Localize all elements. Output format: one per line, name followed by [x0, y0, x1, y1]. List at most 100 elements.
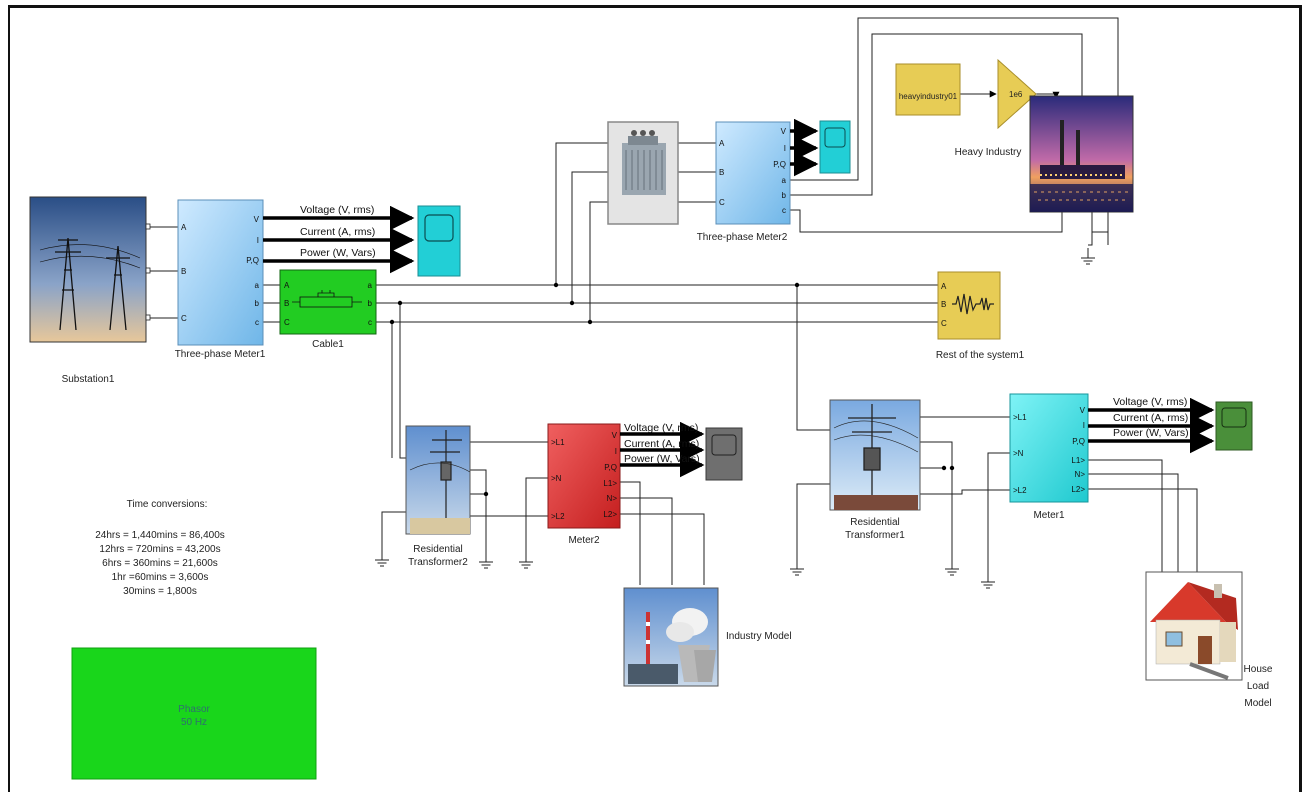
scope1-block[interactable] [417, 205, 461, 277]
residential-transformer2-block[interactable] [405, 425, 471, 535]
svg-text:B: B [719, 168, 724, 177]
meter2-label: Meter2 [568, 535, 600, 546]
three-phase-transformer-block[interactable] [607, 121, 679, 225]
svg-text:C: C [941, 319, 947, 328]
svg-text:>L2: >L2 [1013, 486, 1027, 495]
meter1-label: Three-phase Meter1 [175, 349, 266, 360]
gain-block[interactable]: 1e6 [997, 58, 1037, 130]
pylon-icon [39, 237, 141, 331]
svg-text:V: V [254, 215, 260, 224]
notes-line: 6hrs = 360mins = 21,600s [102, 558, 218, 569]
svg-text:P,Q: P,Q [773, 160, 786, 169]
ground-symbols [375, 248, 1095, 589]
industry-model-block[interactable] [623, 587, 719, 687]
meter1s-current-label: Current (A, rms) [1113, 412, 1188, 424]
svg-text:1e6: 1e6 [1009, 90, 1023, 99]
wires [148, 17, 1198, 585]
res-transformer2-label-line1: Residential [413, 544, 462, 555]
utility-pole-icon [833, 404, 919, 510]
house-label-line2: Load [1247, 681, 1269, 692]
heavy-industry-label: Heavy Industry [955, 147, 1022, 158]
svg-text:C: C [719, 198, 725, 207]
svg-text:b: b [255, 299, 260, 308]
svg-text:P,Q: P,Q [1072, 437, 1085, 446]
scope2-block[interactable] [819, 120, 851, 174]
svg-text:N>: N> [1075, 470, 1086, 479]
cable1-block[interactable]: A B C a b c [279, 269, 377, 335]
residential-transformer1-block[interactable] [829, 399, 921, 511]
notes-line: 30mins = 1,800s [123, 586, 197, 597]
phasor-mode-label: Phasor [178, 704, 210, 715]
svg-text:L2>: L2> [1071, 485, 1085, 494]
meter1-current-label: Current (A, rms) [300, 226, 375, 238]
svg-text:V: V [612, 431, 618, 440]
time-conversion-notes: Time conversions: 24hrs = 1,440mins = 86… [95, 499, 225, 597]
svg-text:c: c [255, 318, 259, 327]
svg-text:>L2: >L2 [551, 512, 565, 521]
svg-text:V: V [1080, 406, 1086, 415]
res-transformer1-label-line1: Residential [850, 517, 899, 528]
rest-of-system-label: Rest of the system1 [936, 350, 1025, 361]
svg-text:a: a [782, 176, 787, 185]
house-load-block[interactable] [1145, 571, 1243, 681]
heavy-industry-block[interactable] [1029, 95, 1134, 213]
heavy-industry-source-block[interactable]: heavyindustry01 [895, 63, 961, 116]
svg-text:P,Q: P,Q [604, 463, 617, 472]
svg-text:b: b [782, 191, 787, 200]
cable1-label: Cable1 [312, 339, 344, 350]
meter2-voltage-label: Voltage (V, rms) [624, 422, 698, 434]
substation-block[interactable] [29, 196, 151, 343]
transformer-icon [622, 130, 666, 195]
industry-model-label: Industry Model [726, 631, 792, 642]
svg-text:N>: N> [607, 494, 618, 503]
house-label-line3: Model [1244, 698, 1271, 709]
notes-line: 24hrs = 1,440mins = 86,400s [95, 530, 225, 541]
svg-text:C: C [284, 318, 290, 327]
res-transformer1-label-line2: Transformer1 [845, 530, 905, 541]
meter1-single-phase-block[interactable]: >L1 >N >L2 V I P,Q L1> N> L2> [1009, 393, 1089, 503]
meter1s-voltage-label: Voltage (V, rms) [1113, 396, 1187, 408]
svg-text:I: I [784, 144, 786, 153]
svg-text:C: C [181, 314, 187, 323]
svg-text:a: a [255, 281, 260, 290]
svg-text:B: B [284, 299, 289, 308]
notes-line: 1hr =60mins = 3,600s [112, 572, 209, 583]
phasor-frequency-label: 50 Hz [181, 717, 207, 728]
meter2-signal-buses [620, 421, 705, 478]
three-phase-meter2-block[interactable]: A B C V I P,Q a b c [715, 121, 791, 225]
meter1-power-label: Power (W, Vars) [300, 247, 376, 259]
svg-text:A: A [284, 281, 290, 290]
svg-text:>N: >N [551, 474, 562, 483]
svg-text:L2>: L2> [603, 510, 617, 519]
rest-of-system-block[interactable]: A B C [937, 271, 1001, 340]
notes-title: Time conversions: [127, 499, 208, 510]
factory-icon [1030, 120, 1133, 212]
meter2-block[interactable]: >L1 >N >L2 V I P,Q L1> N> L2> [547, 423, 621, 529]
svg-text:A: A [181, 223, 187, 232]
meter2-current-label: Current (A, rms) [624, 438, 699, 450]
svg-text:A: A [941, 282, 947, 291]
meter2-power-label: Power (W, Vars) [624, 453, 700, 465]
three-phase-meter1-block[interactable]: A B C V I P,Q a b c [177, 199, 264, 346]
svg-text:c: c [368, 318, 372, 327]
scope3-block[interactable] [705, 427, 743, 481]
substation-label: Substation1 [62, 374, 115, 385]
svg-text:>L1: >L1 [551, 438, 565, 447]
svg-text:b: b [368, 299, 373, 308]
svg-text:I: I [257, 236, 259, 245]
svg-text:>L1: >L1 [1013, 413, 1027, 422]
scope4-block[interactable] [1215, 401, 1253, 451]
powergui-phasor-block[interactable]: Phasor 50 Hz [71, 647, 317, 780]
meter1-single-signal-buses [1088, 397, 1215, 454]
svg-text:V: V [781, 127, 787, 136]
svg-text:I: I [1083, 421, 1085, 430]
svg-text:>N: >N [1013, 449, 1024, 458]
svg-text:a: a [368, 281, 373, 290]
utility-pole-icon [409, 430, 471, 534]
svg-text:c: c [782, 206, 786, 215]
meter1-voltage-label: Voltage (V, rms) [300, 204, 374, 216]
res-transformer2-label-line2: Transformer2 [408, 557, 468, 568]
svg-text:A: A [719, 139, 725, 148]
meter1-single-label: Meter1 [1033, 510, 1065, 521]
